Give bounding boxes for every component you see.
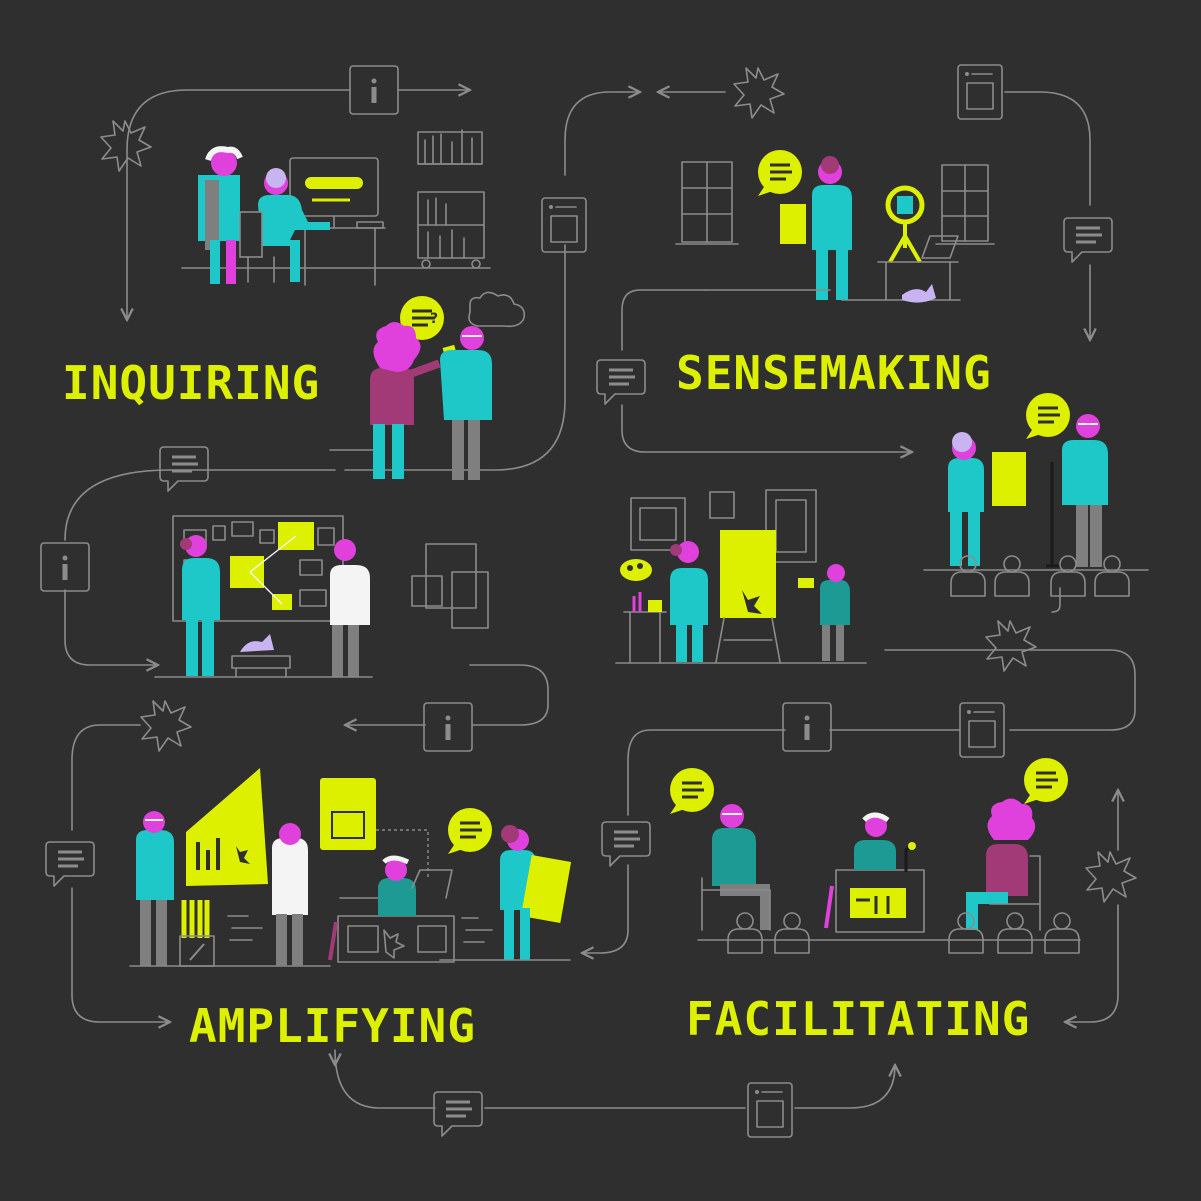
stage-label-facilitating: FACILITATING <box>686 992 1031 1046</box>
stage-label-inquiring: INQUIRING <box>62 356 321 410</box>
audience-seat <box>997 912 1033 954</box>
stage-label-amplifying: AMPLIFYING <box>189 999 476 1053</box>
stage-label-sensemaking: SENSEMAKING <box>676 346 992 400</box>
chat-bubble-icon <box>595 358 647 406</box>
chat-bubble-icon <box>158 445 210 493</box>
audience-seat <box>1044 912 1080 954</box>
board-scene <box>154 515 489 678</box>
sensemaking-audience-scene <box>923 391 1149 597</box>
inquiring-scene-conversation: ? <box>370 291 526 480</box>
amplifying-scene <box>129 768 572 967</box>
document-icon <box>747 1082 793 1138</box>
starburst-icon <box>733 67 785 119</box>
starburst-icon <box>100 120 152 172</box>
facilitating-scene <box>668 756 1081 954</box>
document-icon <box>959 702 1005 758</box>
info-icon <box>40 542 90 592</box>
inquiring-scene <box>181 129 491 286</box>
flow-lines <box>64 90 1136 1109</box>
chat-bubble-icon <box>44 840 96 888</box>
chat-bubble-icon <box>600 820 652 868</box>
chat-bubble-icon <box>1062 216 1114 264</box>
starburst-icon <box>1085 851 1137 903</box>
document-icon <box>957 64 1003 120</box>
svg-text:?: ? <box>430 311 438 327</box>
easel-scene <box>615 489 867 664</box>
info-icon <box>349 65 399 115</box>
audience-seat <box>994 555 1030 597</box>
info-icon <box>423 702 473 752</box>
sensemaking-scene <box>675 148 995 303</box>
starburst-icon <box>140 700 192 752</box>
chat-bubble-icon <box>432 1090 484 1138</box>
audience-seat <box>774 912 810 954</box>
starburst-icon <box>985 620 1037 672</box>
document-icon <box>541 197 587 253</box>
audience-seat <box>727 912 763 954</box>
info-icon <box>782 702 832 752</box>
